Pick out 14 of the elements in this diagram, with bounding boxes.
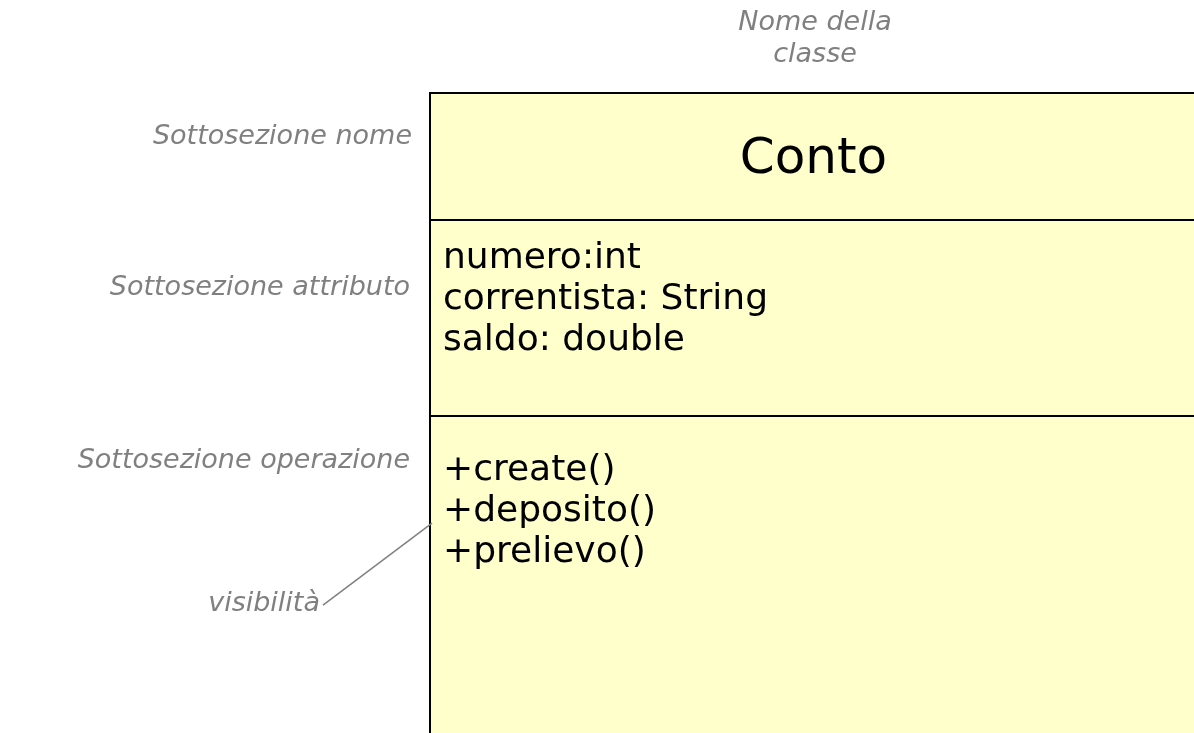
attribute-text: numero:int bbox=[443, 235, 641, 276]
class-name: Conto bbox=[739, 126, 888, 187]
annotation-text: visibilità bbox=[208, 586, 320, 618]
attribute-text: saldo: double bbox=[443, 317, 685, 358]
attribute-text: correntista: String bbox=[443, 276, 769, 317]
operation-text: +create() bbox=[443, 447, 616, 488]
annotation-text: Sottosezione operazione bbox=[77, 443, 410, 475]
annotation-text: Sottosezione nome bbox=[152, 119, 412, 151]
operation-text: +prelievo() bbox=[443, 529, 646, 570]
class-box bbox=[429, 92, 1194, 733]
annotation-text: Nome della classe bbox=[737, 5, 893, 69]
annotation-text: Sottosezione attributo bbox=[109, 270, 410, 302]
operation-text: +deposito() bbox=[443, 488, 657, 529]
leader-line bbox=[322, 522, 433, 606]
